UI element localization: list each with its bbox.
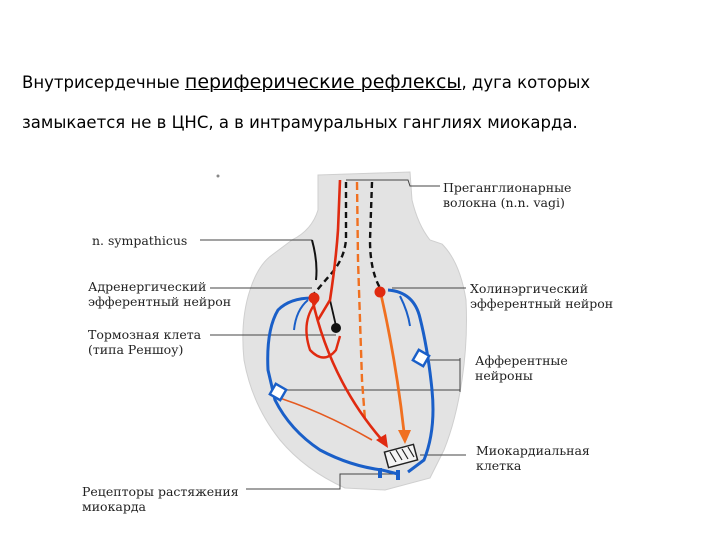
heading-line-1: Внутрисердечные периферические рефлексы,… xyxy=(22,62,712,103)
afferent-neuron-inner-right xyxy=(399,295,411,327)
label-line: Адренергический xyxy=(88,279,207,294)
arrowhead-right xyxy=(398,430,411,444)
afferent-neuron-right-outer xyxy=(387,288,435,474)
label-inhibitory-cell: Тормозная клета (типа Реншоу) xyxy=(88,327,201,357)
heading-text-end: , дуга которых xyxy=(461,73,591,92)
cholinergic-neuron-body xyxy=(374,286,386,298)
label-line: волокна (n.n. vagi) xyxy=(443,195,565,210)
myocardial-cell xyxy=(383,443,419,469)
label-cholinergic-neuron: Холинэргический эфферентный нейрон xyxy=(470,281,613,311)
afferent-neuron-body-left xyxy=(268,382,288,402)
label-myocardial-cell: Миокардиальная клетка xyxy=(476,443,590,473)
label-line: n. sympathicus xyxy=(92,233,188,248)
efferent-arrow-to-myocardium-right xyxy=(378,289,406,433)
label-preganglionic-fibers: Преганглионарные волокна (n.n. vagi) xyxy=(443,180,571,210)
label-line: эфферентный нейрон xyxy=(470,296,614,311)
efferent-arrow-to-myocardium-left xyxy=(310,297,383,441)
label-line: (типа Реншоу) xyxy=(88,342,184,357)
heart-silhouette xyxy=(242,171,467,491)
heart-speck xyxy=(216,174,220,178)
stretch-receptor-1 xyxy=(378,468,382,478)
label-line: Преганглионарные xyxy=(443,180,572,195)
arrowhead-left xyxy=(376,434,388,448)
label-line: Рецепторы растяжения xyxy=(82,484,239,499)
label-line: Миокардиальная xyxy=(476,443,590,458)
afferent-fiber-dashed xyxy=(355,181,367,421)
efferent-loop-red xyxy=(305,299,342,359)
slide-heading: Внутрисердечные периферические рефлексы,… xyxy=(22,62,712,143)
leader-lines xyxy=(200,179,466,490)
adrenergic-neuron-body xyxy=(308,292,320,304)
afferent-neuron-body-right xyxy=(411,348,431,368)
afferent-neuron-left-outer xyxy=(266,296,399,476)
label-adrenergic-neuron: Адренергический эфферентный нейрон xyxy=(88,279,231,309)
efferent-fiber-red-central xyxy=(316,179,342,321)
label-line: Тормозная клета xyxy=(88,327,202,342)
label-stretch-receptors: Рецепторы растяжения миокарда xyxy=(82,484,239,514)
label-line: Холинэргический xyxy=(470,281,589,296)
receptors-leader xyxy=(246,473,398,490)
inhibitory-cell-link xyxy=(329,299,337,327)
label-line: клетка xyxy=(476,458,522,473)
stretch-receptor-2 xyxy=(396,470,400,480)
inhibitory-cell-body xyxy=(331,323,341,333)
preganglionic-leader xyxy=(346,179,440,187)
label-n-sympathicus: n. sympathicus xyxy=(92,233,187,248)
heading-emphasis: периферические рефлексы xyxy=(184,71,462,93)
afferent-leader xyxy=(282,358,461,392)
label-line: Афферентные xyxy=(475,353,568,368)
label-line: эфферентный нейрон xyxy=(88,294,232,309)
label-line: нейроны xyxy=(475,368,533,383)
heading-line-2: замыкается не в ЦНС, а в интрамуральных … xyxy=(22,113,578,132)
afferent-neuron-inner-left xyxy=(293,299,309,331)
label-afferent-neurons: Афферентные нейроны xyxy=(475,353,568,383)
heading-text-start: Внутрисердечные xyxy=(22,73,185,92)
label-line: миокарда xyxy=(82,499,146,514)
sympathicus-fiber xyxy=(311,239,318,281)
vagus-fiber-right xyxy=(368,181,382,289)
